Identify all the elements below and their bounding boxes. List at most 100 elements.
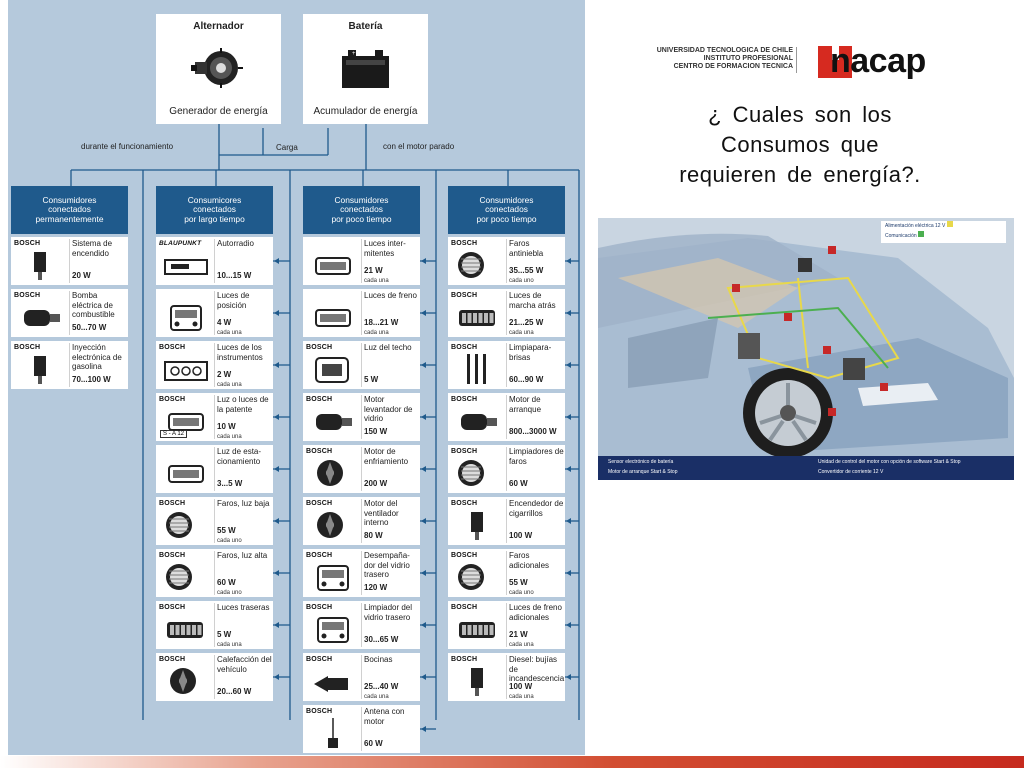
car-captions: Sensor electrónico de batería Motor de a…	[598, 456, 1014, 480]
brand-logo: BOSCH	[14, 240, 41, 247]
consumer-power: 4 W	[217, 318, 232, 327]
glow-plug-icon	[471, 668, 483, 696]
legend-power-swatch	[946, 221, 953, 227]
brand-logo: BOSCH	[451, 396, 478, 403]
consumer-name: Luces inter-mitentes	[364, 239, 406, 258]
consumer-power: 70...100 W	[72, 375, 111, 384]
arrow-head	[566, 674, 571, 680]
consumer-name: Bomba eléctrica de combustible	[72, 291, 115, 319]
consumer-name: Limpiapara-brisas	[509, 343, 552, 362]
alternator-subtitle: Generador de energía	[169, 106, 268, 117]
column-header-line: Consumidores	[42, 194, 97, 205]
arrow-head	[421, 570, 426, 576]
power-unit-note: cada una	[364, 694, 389, 700]
card-divider	[361, 447, 362, 491]
consumer-power: 30...65 W	[364, 635, 399, 644]
license-plate: S - A 12	[160, 430, 188, 438]
card-divider	[506, 343, 507, 387]
consumer-name: Motor de arranque	[509, 395, 542, 414]
card-divider	[506, 395, 507, 439]
arrow-head	[274, 570, 279, 576]
arrow-head	[274, 466, 279, 472]
extra-brake-light-icon	[459, 622, 495, 638]
car-legend: Alimentación eléctrica 12 V Comunicación	[881, 221, 1006, 243]
card-divider	[506, 291, 507, 335]
consumer-power: 20...60 W	[217, 687, 252, 696]
brand-logo: BOSCH	[451, 344, 478, 351]
power-unit-note: cada una	[509, 694, 534, 700]
card-divider	[214, 499, 215, 543]
card-divider	[361, 551, 362, 595]
consumer-power: 200 W	[364, 479, 388, 488]
headlamp-washer-icon	[458, 460, 484, 486]
consumer-name: Encendedor de cigarrillos	[509, 499, 564, 518]
brand-logo: BOSCH	[159, 500, 186, 507]
consumer-name: Luces de posición	[217, 291, 250, 310]
brand-logo: BOSCH	[14, 344, 41, 351]
consumer-name: Desempaña-dor del vidrio trasero	[364, 551, 410, 579]
consumer-name: Inyección electrónica de gasolina	[72, 343, 122, 371]
flow-label-running: durante el funcionamiento	[81, 142, 174, 151]
brand-logo: BOSCH	[306, 708, 333, 715]
card-divider	[361, 291, 362, 335]
institution-text: UNIVERSIDAD TECNOLOGICA DE CHILE INSTITU…	[630, 47, 793, 71]
arrow-head	[566, 622, 571, 628]
legend-comm: Comunicación	[881, 231, 1006, 241]
card-divider	[214, 655, 215, 699]
caption-1: Sensor electrónico de batería	[608, 459, 674, 465]
arrow-head	[274, 362, 279, 368]
arrow-head	[421, 258, 426, 264]
arrow-head	[421, 310, 426, 316]
heater-icon	[170, 668, 196, 694]
gauges-icon	[164, 361, 208, 381]
fog-lamp-icon	[458, 252, 484, 278]
brand-logo: BOSCH	[451, 292, 478, 299]
consumer-name: Luces de freno	[364, 291, 417, 300]
arrow-head	[566, 258, 571, 264]
consumer-card: BOSCH Inyección electrónica de gasolina 70…	[11, 341, 128, 389]
consumer-name: Luces de los instrumentos	[217, 343, 263, 362]
battery-subtitle: Acumulador de energía	[313, 106, 418, 117]
card-divider	[214, 343, 215, 387]
rear-wiper-icon	[317, 617, 349, 643]
brand-logo: BOSCH	[451, 604, 478, 611]
arrow-head	[421, 466, 426, 472]
column-header-line: conectados	[485, 204, 528, 215]
consumer-name: Luz de esta-cionamiento	[217, 447, 262, 466]
alternator-box: Alternador Generador de energía	[156, 14, 281, 124]
consumer-power: 21 W	[364, 266, 383, 275]
consumer-name: Autorradio	[217, 239, 254, 248]
alternator-title: Alternador	[193, 21, 244, 32]
card-divider	[214, 395, 215, 439]
consumer-name: Antena con motor	[364, 707, 405, 726]
consumer-name: Faros, luz alta	[217, 551, 268, 560]
power-unit-note: cada una	[217, 434, 242, 440]
card-divider	[69, 343, 70, 387]
card-divider	[361, 395, 362, 439]
brand-logo: BOSCH	[159, 396, 186, 403]
logo-divider	[796, 47, 797, 73]
brand-logo: BOSCH	[306, 500, 333, 507]
card-divider	[214, 239, 215, 283]
parking-light-icon	[168, 465, 204, 483]
consumer-power: 35...55 W	[509, 266, 544, 275]
question-title: ¿ Cuales son los Consumos que requieren …	[620, 100, 980, 190]
consumer-power: 60 W	[509, 479, 528, 488]
car-illustration	[598, 218, 1014, 458]
card-divider	[506, 551, 507, 595]
consumer-power: 21 W	[509, 630, 528, 639]
wiper-blade-icon	[467, 354, 486, 384]
arrow-head	[566, 414, 571, 420]
car-front-icon	[170, 305, 202, 331]
antenna-motor-icon	[328, 718, 338, 748]
